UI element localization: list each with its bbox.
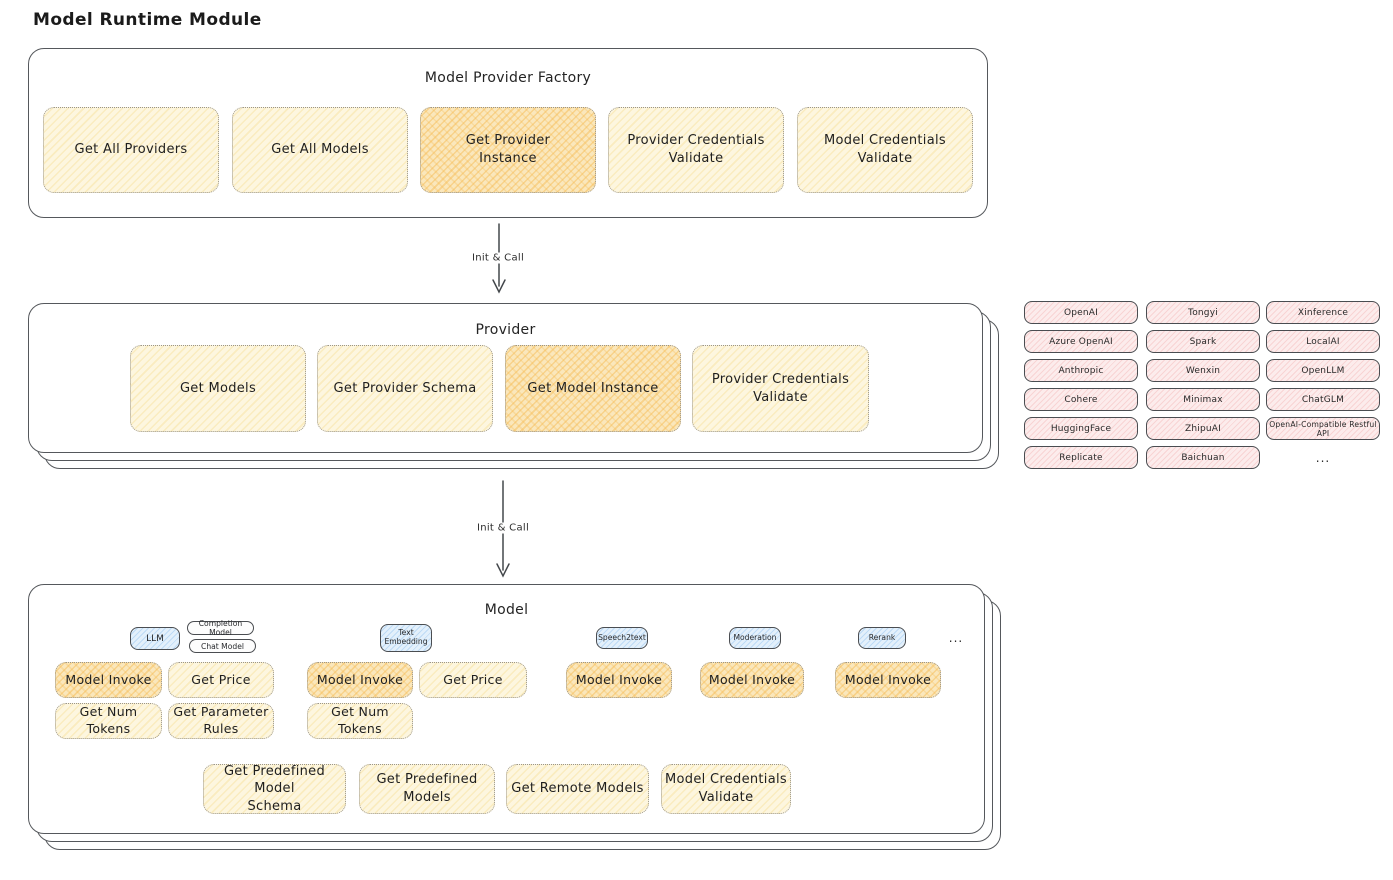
model-credentials-validate-box: Model Credentials Validate: [661, 764, 791, 814]
provider-box-provider-credentials-validate: Provider Credentials Validate: [692, 345, 869, 432]
get-remote-models-box: Get Remote Models: [506, 764, 649, 814]
provider-panel-title: Provider: [475, 322, 536, 338]
model-panel-title: Model: [484, 602, 529, 618]
vendor-minimax: Minimax: [1146, 388, 1260, 411]
vendor-chatglm: ChatGLM: [1266, 388, 1380, 411]
vendor-openai: OpenAI: [1024, 301, 1138, 324]
llm-get-parameter-rules-box: Get Parameter Rules: [168, 703, 274, 739]
speech2text-model-invoke-box: Model Invoke: [566, 662, 672, 698]
page-title: Model Runtime Module: [33, 10, 262, 30]
vendor-xinference: Xinference: [1266, 301, 1380, 324]
vendor-tongyi: Tongyi: [1146, 301, 1260, 324]
rerank-model-invoke-box: Model Invoke: [835, 662, 941, 698]
vendor-localai: LocalAI: [1266, 330, 1380, 353]
vendor-wenxin: Wenxin: [1146, 359, 1260, 382]
vendor-azure-openai: Azure OpenAI: [1024, 330, 1138, 353]
provider-box-get-model-instance: Get Model Instance: [505, 345, 681, 432]
provider-box-get-provider-schema: Get Provider Schema: [317, 345, 493, 432]
tag-llm: LLM: [130, 627, 180, 650]
tag-speech2text: Speech2text: [596, 627, 648, 649]
vendor-more-ellipsis: ...: [1315, 450, 1331, 465]
llm-get-price-box: Get Price: [168, 662, 274, 698]
llm-get-num-tokens-box: Get Num Tokens: [55, 703, 162, 739]
vendor-huggingface: HuggingFace: [1024, 417, 1138, 440]
tag-text-embedding: Text Embedding: [380, 624, 432, 652]
tag-rerank: Rerank: [858, 627, 906, 649]
tag-moderation: Moderation: [729, 627, 781, 649]
vendor-openai-compatible-restful-api: OpenAI-Compatible Restful API: [1266, 417, 1380, 440]
factory-box-get-all-models: Get All Models: [232, 107, 408, 193]
embedding-model-invoke-box: Model Invoke: [307, 662, 413, 698]
arrow-label-init-call-1: Init & Call: [467, 252, 529, 264]
provider-box-get-models: Get Models: [130, 345, 306, 432]
vendor-openllm: OpenLLM: [1266, 359, 1380, 382]
tag-completion-model: Completion Model: [187, 619, 254, 637]
llm-model-invoke-box: Model Invoke: [55, 662, 162, 698]
tag-more-ellipsis: ...: [948, 631, 964, 645]
factory-panel-title: Model Provider Factory: [424, 70, 592, 86]
get-predefined-model-schema-box: Get Predefined Model Schema: [203, 764, 346, 814]
factory-box-model-credentials-validate: Model Credentials Validate: [797, 107, 973, 193]
vendor-cohere: Cohere: [1024, 388, 1138, 411]
vendor-baichuan: Baichuan: [1146, 446, 1260, 469]
embedding-get-price-box: Get Price: [419, 662, 527, 698]
tag-chat-model: Chat Model: [189, 639, 256, 653]
moderation-model-invoke-box: Model Invoke: [700, 662, 804, 698]
factory-box-get-provider-instance: Get Provider Instance: [420, 107, 596, 193]
vendor-spark: Spark: [1146, 330, 1260, 353]
vendor-anthropic: Anthropic: [1024, 359, 1138, 382]
factory-box-get-all-providers: Get All Providers: [43, 107, 219, 193]
vendor-replicate: Replicate: [1024, 446, 1138, 469]
factory-box-provider-credentials-validate: Provider Credentials Validate: [608, 107, 784, 193]
vendor-zhipuai: ZhipuAI: [1146, 417, 1260, 440]
embedding-get-num-tokens-box: Get Num Tokens: [307, 703, 413, 739]
get-predefined-models-box: Get Predefined Models: [359, 764, 495, 814]
arrow-label-init-call-2: Init & Call: [472, 522, 534, 534]
